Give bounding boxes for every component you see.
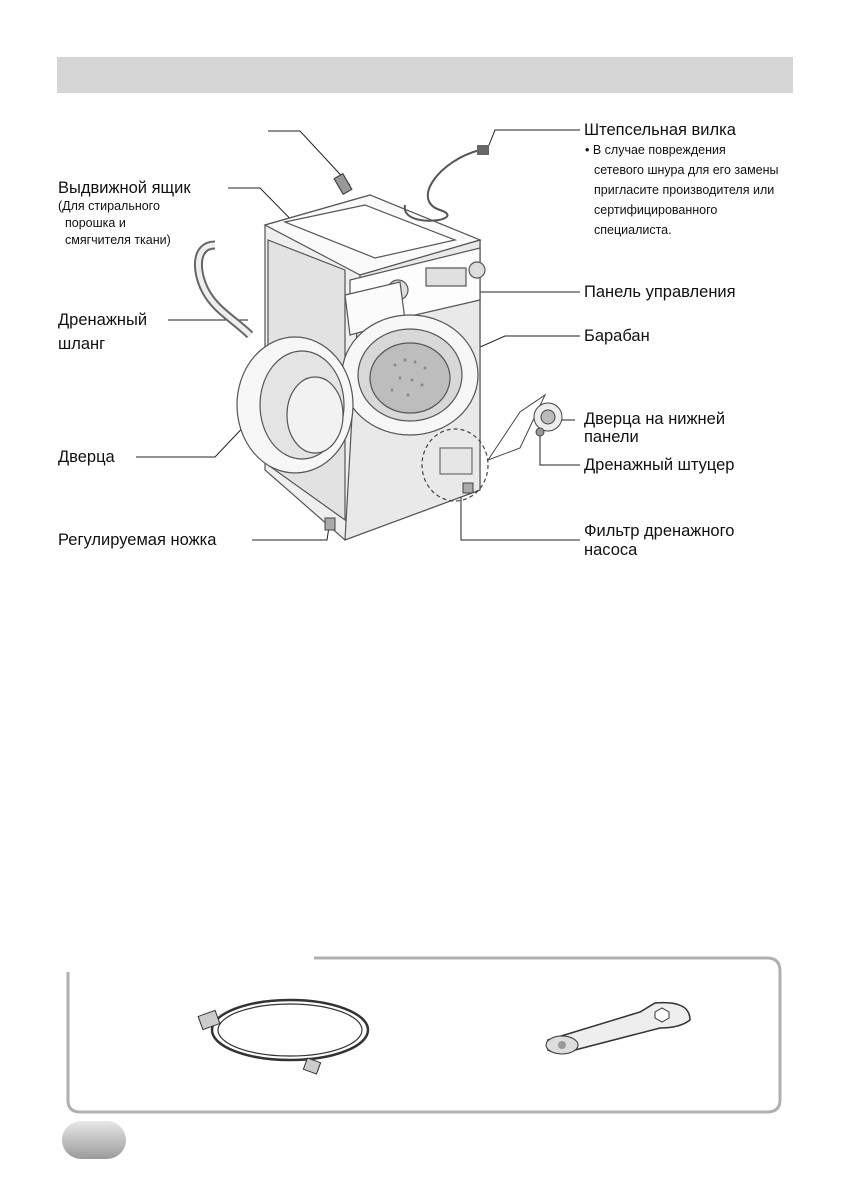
lower-door-label-line-2: панели (584, 428, 639, 446)
drain-hose-label-line-1: Дренажный (58, 311, 148, 329)
drum-label: Барабан (584, 327, 650, 345)
lower-door-label-line-1: Дверца на нижней (584, 410, 726, 428)
plug-note-line-3: пригласите производителя или (594, 183, 775, 197)
pump-filter-label-line-2: насоса (584, 541, 638, 559)
page-number-pill (62, 1121, 126, 1159)
plug-note-line-2: сетевого шнура для его замены (594, 163, 779, 177)
drain-hose-label-line-2: шланг (58, 335, 106, 353)
drawer-label: Выдвижной ящик (58, 179, 191, 197)
plug-note-line-5: специалиста. (594, 223, 672, 237)
drawer-note-line-2: порошка и (65, 216, 126, 230)
plug-note-line-4: сертифицированного (594, 203, 718, 217)
control-panel-label: Панель управления (584, 283, 736, 301)
pump-filter-label-line-1: Фильтр дренажного (584, 522, 735, 540)
drawer-note-line-1: (Для стирального (58, 199, 160, 213)
section-header-bar (57, 57, 793, 93)
plug-label: Штепсельная вилка (584, 121, 736, 139)
drain-plug-label: Дренажный штуцер (584, 456, 735, 474)
door-label: Дверца (58, 448, 115, 466)
plug-note-line-1: • В случае повреждения (585, 143, 726, 157)
leg-label: Регулируемая ножка (58, 531, 217, 549)
drawer-note-line-3: смягчителя ткани) (65, 233, 171, 247)
